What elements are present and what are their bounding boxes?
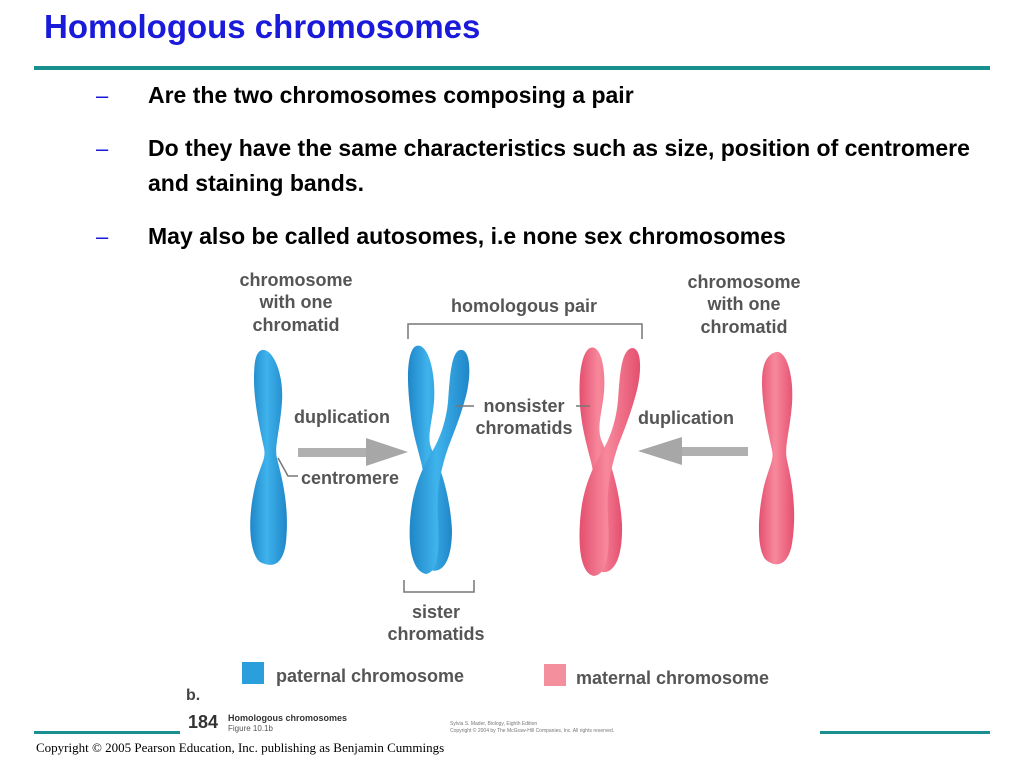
title-divider	[34, 66, 990, 70]
maternal-duplicated-chromosome	[579, 347, 641, 576]
arrow-left-icon	[638, 437, 748, 465]
sister-line1: sister	[412, 602, 460, 622]
footer-divider-left	[34, 731, 180, 734]
nonsister-line1: nonsister	[483, 396, 564, 416]
chromosome-diagram: chromosome with one chromatid chromosome…	[186, 270, 801, 734]
label-left-line1: chromosome	[239, 270, 352, 290]
duplication-right-label: duplication	[638, 408, 734, 428]
homologous-pair-bracket	[407, 323, 643, 339]
footer-divider-right	[820, 731, 990, 734]
nonsister-line2: chromatids	[475, 418, 572, 438]
bullet-text: May also be called autosomes, i.e none s…	[148, 223, 786, 249]
bullet-item: – May also be called autosomes, i.e none …	[96, 219, 976, 254]
bullet-list: – Are the two chromosomes composing a pai…	[96, 78, 976, 272]
bullet-text: Are the two chromosomes composing a pair	[148, 82, 634, 108]
figure-caption-line2: Figure 10.1b	[228, 724, 273, 733]
homologous-pair-label: homologous pair	[451, 296, 597, 316]
bullet-item: – Do they have the same characteristics s…	[96, 131, 976, 201]
label-left-line2: with one	[259, 292, 333, 312]
arrow-right-icon	[298, 438, 408, 466]
paternal-single-chromatid	[250, 349, 287, 565]
credit-line2: Copyright © 2004 by The McGraw-Hill Comp…	[450, 727, 614, 734]
dash-icon: –	[96, 83, 109, 108]
dash-icon: –	[96, 136, 109, 161]
label-right-line2: with one	[707, 294, 781, 314]
figure-number: 184	[188, 712, 218, 732]
label-right-line1: chromosome	[687, 272, 800, 292]
copyright-text: Copyright © 2005 Pearson Education, Inc.…	[36, 740, 445, 755]
centromere-pointer	[277, 457, 298, 477]
sister-chromatids-bracket	[403, 580, 475, 593]
maternal-legend-label: maternal chromosome	[576, 668, 769, 688]
dash-icon: –	[96, 224, 109, 249]
slide-title: Homologous chromosomes	[44, 8, 481, 45]
sister-line2: chromatids	[387, 624, 484, 644]
panel-letter: b.	[186, 687, 200, 704]
credit-line1: Sylvia S. Mader, Biology, Eighth Edition	[450, 721, 537, 727]
bullet-text: Do they have the same characteristics su…	[148, 135, 970, 196]
maternal-single-chromatid	[758, 351, 795, 565]
maternal-legend-swatch	[544, 664, 566, 686]
label-right-line3: chromatid	[700, 317, 787, 337]
bullet-item: – Are the two chromosomes composing a pai…	[96, 78, 976, 113]
label-left-line3: chromatid	[252, 315, 339, 335]
duplication-left-label: duplication	[294, 407, 390, 427]
paternal-legend-swatch	[242, 662, 264, 684]
chromosome-figure: chromosome with one chromatid chromosome…	[180, 262, 820, 740]
paternal-legend-label: paternal chromosome	[276, 666, 464, 686]
centromere-label: centromere	[301, 468, 399, 488]
paternal-duplicated-chromosome	[408, 345, 470, 574]
figure-caption-line1: Homologous chromosomes	[228, 713, 347, 723]
